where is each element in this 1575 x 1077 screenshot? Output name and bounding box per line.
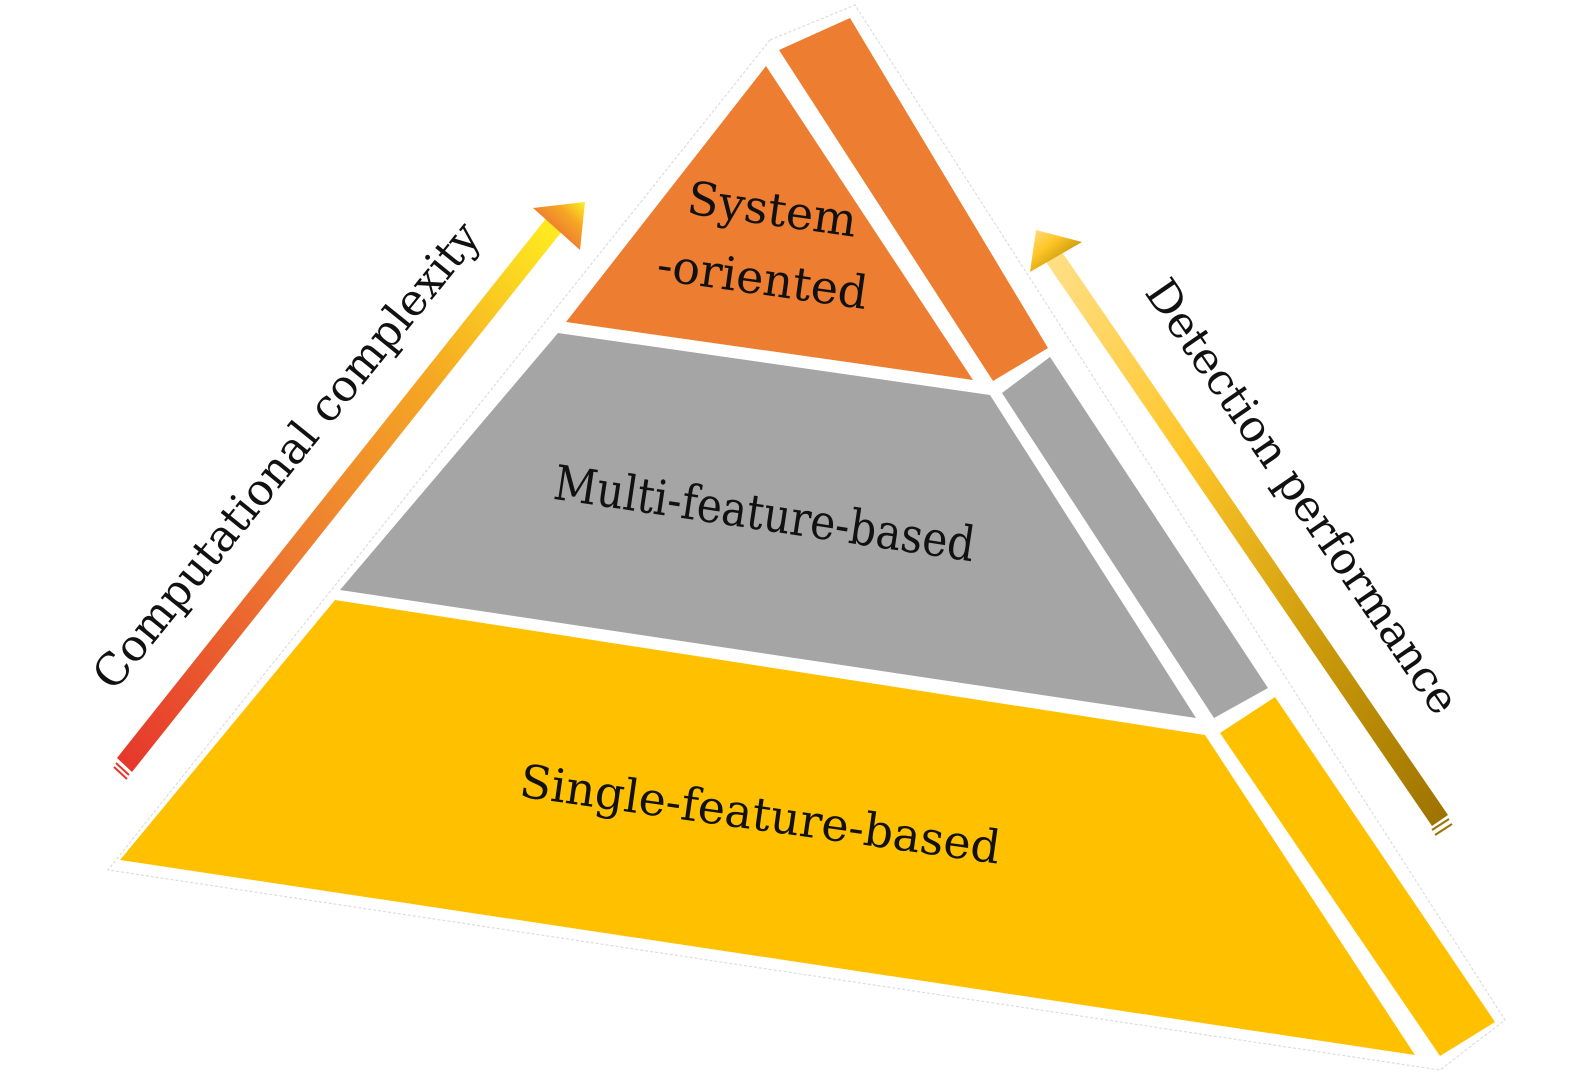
layer-top-side	[779, 18, 1048, 381]
layer-bottom-front	[120, 600, 1415, 1055]
layer-top-front	[566, 66, 973, 380]
computational-complexity-arrow	[113, 202, 585, 780]
layer-bottom-side	[1220, 697, 1495, 1056]
left-arrow-tail-mark	[115, 762, 130, 776]
left-arrow-head	[533, 202, 585, 250]
right-arrow-tail-mark	[1431, 818, 1450, 831]
right-arrow-shaft	[1046, 252, 1448, 826]
layer-middle-side	[1002, 357, 1268, 718]
detection-performance-arrow	[1030, 230, 1453, 836]
left-arrow-tail-mark	[113, 766, 128, 780]
left-arrow-shaft	[117, 216, 563, 772]
right-arrow-tail-mark	[1434, 823, 1453, 836]
layer-middle-front	[340, 333, 1196, 718]
right-arrow-head	[1030, 230, 1082, 272]
